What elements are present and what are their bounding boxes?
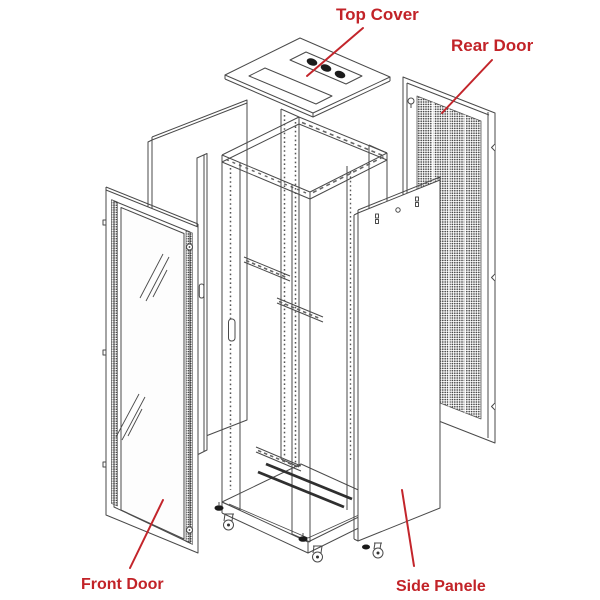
strip-handle	[198, 283, 205, 299]
cable-slot	[248, 67, 333, 105]
panel-latch	[395, 207, 401, 213]
top-cover-leader-line	[306, 27, 364, 77]
side-panel-leader-line	[401, 489, 415, 567]
glass-reflections	[115, 253, 170, 441]
caster-wheel	[372, 542, 384, 559]
front-door-lock-icon	[186, 243, 193, 534]
fan-cutout-area	[289, 51, 363, 85]
top-cover-part	[224, 37, 391, 118]
caster-wheel	[312, 545, 323, 563]
rear-door-leader-line	[441, 59, 493, 114]
front-door-part	[102, 186, 199, 554]
fan-holes	[306, 58, 346, 79]
front-door-label: Front Door	[81, 576, 164, 593]
top-cover-label: Top Cover	[336, 5, 419, 24]
front-door-vent-strip	[185, 230, 193, 545]
post-handle	[228, 318, 236, 342]
leveling-foot	[362, 544, 370, 550]
leader-lines	[129, 27, 493, 569]
front-door-vent-strip	[111, 199, 118, 507]
leveling-foot	[298, 533, 308, 542]
glass-pane	[120, 207, 185, 540]
leveling-foot	[214, 502, 224, 511]
caster-wheel	[223, 513, 234, 531]
side-panel-part	[353, 176, 441, 542]
rear-door-lock-icon	[407, 97, 415, 108]
front-door-leader-line	[129, 499, 164, 569]
rear-door-label: Rear Door	[451, 36, 534, 55]
rack-frame-part	[214, 108, 388, 563]
panel-latch-slots	[375, 196, 419, 224]
side-panel-label: Side Panele	[396, 578, 486, 595]
